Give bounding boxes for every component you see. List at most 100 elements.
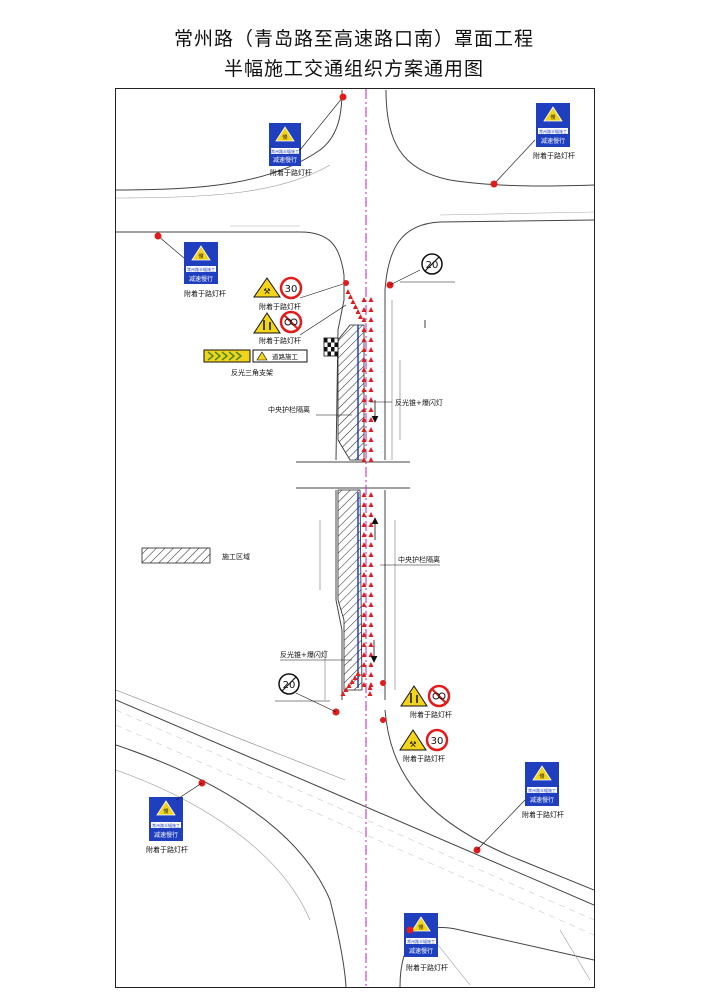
board-line2: 减速慢行 (189, 275, 213, 283)
page-subtitle: 半幅施工交通组织方案通用图 (223, 58, 484, 80)
cone (368, 522, 374, 527)
cone (368, 552, 374, 557)
cone (368, 367, 374, 372)
cone (368, 307, 374, 312)
cone (367, 691, 373, 696)
cone (368, 592, 374, 597)
cone (361, 642, 367, 647)
sign-slow-char: 慢 (539, 773, 544, 780)
cone (358, 314, 363, 319)
cone (361, 522, 367, 527)
cone (361, 502, 367, 507)
info-sign-bottom-right: 慢 常州路半幅施工 减速慢行 (525, 762, 559, 806)
sign-slow-char: 慢 (163, 808, 168, 815)
roadwork-board: 道路施工 (252, 349, 308, 363)
attach-label-9: 附着于路灯杆 (410, 710, 452, 719)
checkered-barrier (323, 337, 339, 357)
cone (353, 304, 358, 309)
median-barrier-label-2: 中央护栏隔离 (398, 555, 440, 564)
cone (361, 572, 367, 577)
cone (361, 347, 367, 352)
cone (361, 307, 367, 312)
cone (368, 327, 374, 332)
board-line1: 常州路半幅施工 (528, 787, 556, 793)
board-line2: 减速慢行 (273, 156, 297, 164)
roadwork-warning-sign-2: ⚒ (399, 729, 427, 751)
work-zone-north (337, 324, 365, 461)
cone (368, 397, 374, 402)
no-overtaking-sign-2 (427, 684, 451, 708)
cone (361, 492, 367, 497)
cone (367, 685, 373, 690)
cone (368, 387, 374, 392)
cone (361, 672, 367, 677)
cone (361, 437, 367, 442)
cone (368, 672, 374, 677)
cone (368, 437, 374, 442)
cone (368, 407, 374, 412)
sign-slow-char: 慢 (418, 924, 423, 931)
cone (361, 662, 367, 667)
cone (368, 377, 374, 382)
cone (368, 297, 374, 302)
board-line2: 减速慢行 (530, 796, 554, 804)
sign-slow-char: 慢 (282, 134, 287, 141)
cone (350, 299, 356, 304)
cone (368, 622, 374, 627)
lamp-poles (154, 93, 536, 934)
board-line1: 常州路半幅施工 (187, 266, 215, 272)
cone (346, 683, 352, 688)
attach-label-2: 附着于路灯杆 (533, 151, 575, 160)
cone (368, 532, 374, 537)
cone (368, 612, 374, 617)
cone (368, 602, 374, 607)
cone (361, 397, 367, 402)
chevron-board (203, 349, 251, 363)
cone (361, 447, 367, 452)
cone (361, 592, 367, 597)
board-line2: 减速慢行 (409, 947, 433, 955)
cone (368, 417, 374, 422)
attach-label-3: 附着于路灯杆 (184, 289, 226, 298)
cone (361, 532, 367, 537)
lane-narrows-sign-2 (400, 685, 428, 707)
cone (368, 642, 374, 647)
speed-limit-sign-1: 30 (279, 276, 303, 300)
cone (348, 294, 353, 299)
cone (361, 327, 367, 332)
cone (361, 317, 367, 322)
cone (368, 447, 374, 452)
cone (361, 367, 367, 372)
cone (361, 357, 367, 362)
cone (349, 679, 355, 684)
cone (361, 512, 367, 517)
cone (368, 492, 374, 497)
cone (368, 682, 374, 687)
cone (368, 347, 374, 352)
attach-label-4: 附着于路灯杆 (522, 810, 564, 819)
attach-label-5: 附着于路灯杆 (146, 845, 188, 854)
cone (355, 671, 361, 676)
page-title: 常州路（青岛路至高速路口南）罩面工程 (173, 28, 534, 50)
cone (361, 602, 367, 607)
cone (361, 552, 367, 557)
cone (368, 632, 374, 637)
cone (361, 387, 367, 392)
attach-label-6: 附着于路灯杆 (406, 963, 448, 972)
board-line1: 常州路半幅施工 (407, 938, 435, 944)
end-limit-value: 20 (283, 680, 296, 691)
info-sign-bottom-left: 慢 常州路半幅施工 减速慢行 (149, 797, 183, 841)
cone (368, 317, 374, 322)
cone (368, 652, 374, 657)
cone (368, 562, 374, 567)
board-line1: 常州路半幅施工 (152, 822, 180, 828)
reflective-triangle-label: 反光三角支架 (231, 368, 273, 377)
cone (361, 542, 367, 547)
cone (368, 662, 374, 667)
attach-label-8: 附着于路灯杆 (259, 336, 301, 345)
board-line1: 常州路半幅施工 (539, 128, 567, 134)
cone (361, 297, 367, 302)
cone (352, 675, 358, 680)
board-line2: 减速慢行 (541, 137, 565, 145)
